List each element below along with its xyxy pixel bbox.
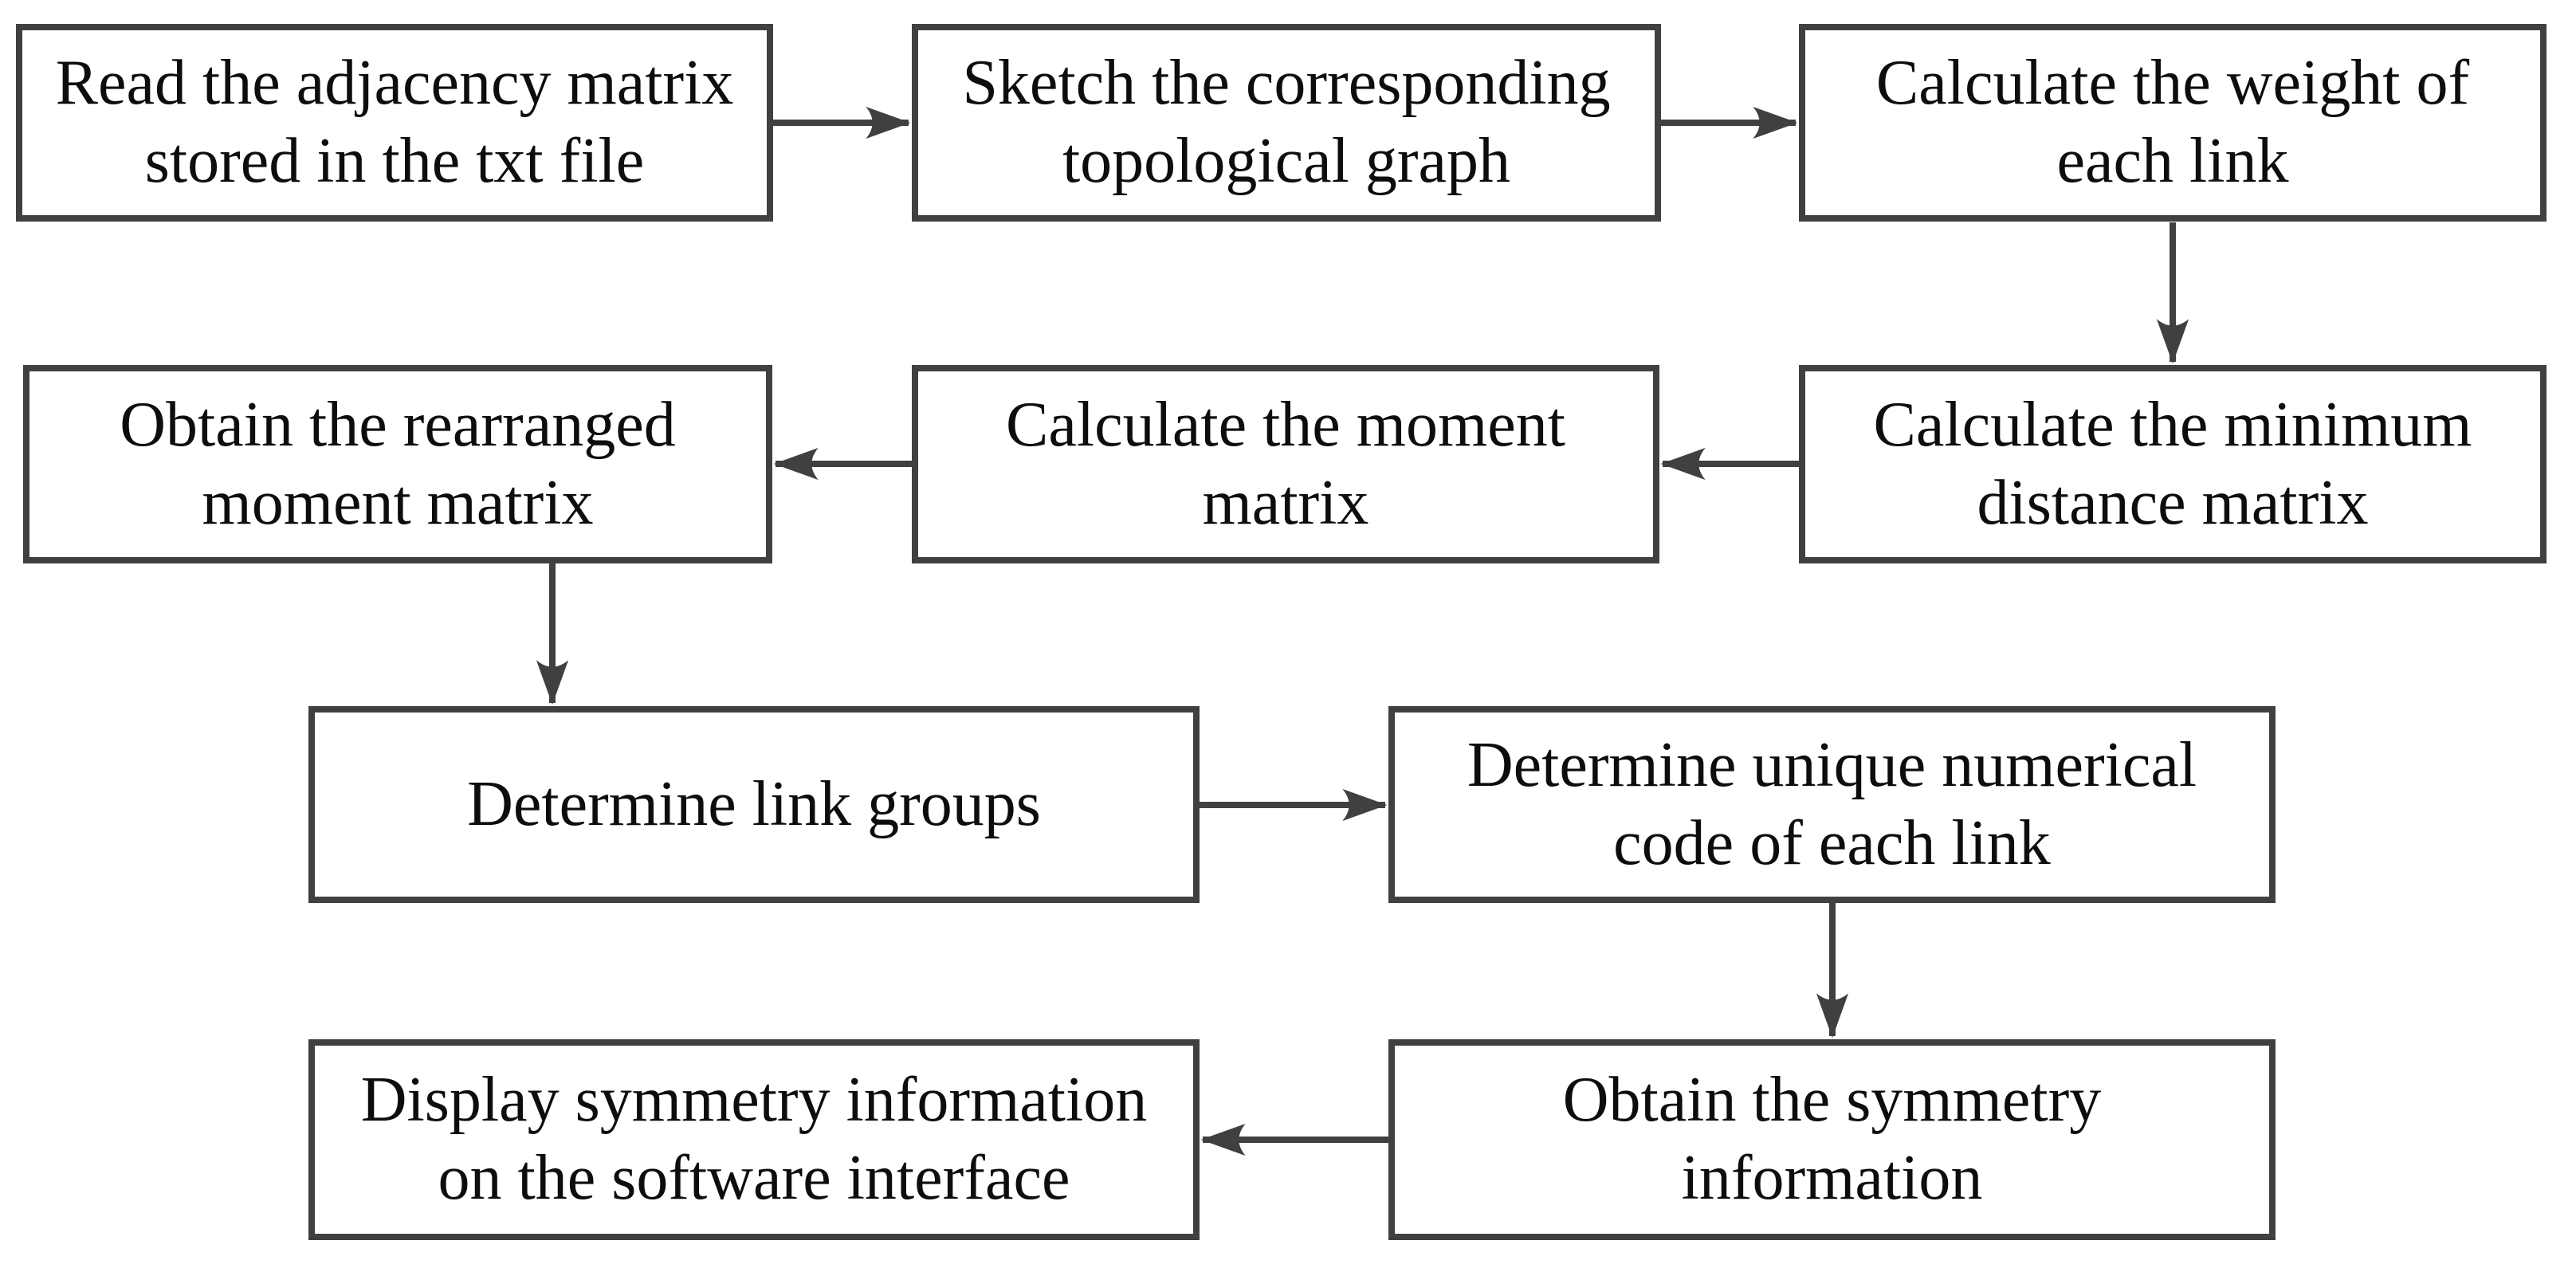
node-text-line: Determine unique numerical (1467, 729, 2197, 800)
node-text-line: each link (2056, 126, 2289, 196)
node-text-line: topological graph (1062, 126, 1511, 196)
node-text-line: Obtain the symmetry (1562, 1065, 2102, 1136)
flow-node-unique-numerical-code: Determine unique numerical code of each … (1388, 706, 2276, 903)
node-text-line: Calculate the weight of (1875, 48, 2470, 119)
node-text-line: Calculate the minimum (1873, 389, 2472, 460)
node-text-line: moment matrix (202, 467, 594, 538)
flow-node-calculate-link-weight: Calculate the weight of each link (1799, 24, 2547, 222)
flow-node-rearranged-moment-matrix: Obtain the rearranged moment matrix (23, 365, 772, 563)
node-text-line: Calculate the moment (1006, 389, 1565, 460)
flow-node-determine-link-groups: Determine link groups (308, 706, 1200, 903)
node-text-line: information (1681, 1143, 1983, 1213)
node-text-line: on the software interface (438, 1143, 1070, 1213)
node-text-line: matrix (1202, 467, 1369, 538)
node-text-line: stored in the txt file (144, 126, 645, 196)
node-text-line: Read the adjacency matrix (55, 48, 734, 119)
node-text-line: distance matrix (1977, 467, 2369, 538)
flow-node-sketch-topological-graph: Sketch the corresponding topological gra… (912, 24, 1661, 222)
flow-node-minimum-distance-matrix: Calculate the minimum distance matrix (1799, 365, 2547, 563)
flow-node-obtain-symmetry-information: Obtain the symmetry information (1388, 1039, 2276, 1240)
node-text-line: Display symmetry information (360, 1065, 1148, 1136)
flow-node-display-symmetry-information: Display symmetry information on the soft… (308, 1039, 1200, 1240)
node-text-line: Sketch the corresponding (962, 48, 1611, 119)
flow-node-read-adjacency-matrix: Read the adjacency matrix stored in the … (16, 24, 773, 222)
node-text-line: Obtain the rearranged (120, 389, 676, 460)
flow-node-moment-matrix: Calculate the moment matrix (912, 365, 1659, 563)
node-text-line: code of each link (1613, 807, 2051, 878)
node-text-line: Determine link groups (467, 768, 1041, 839)
